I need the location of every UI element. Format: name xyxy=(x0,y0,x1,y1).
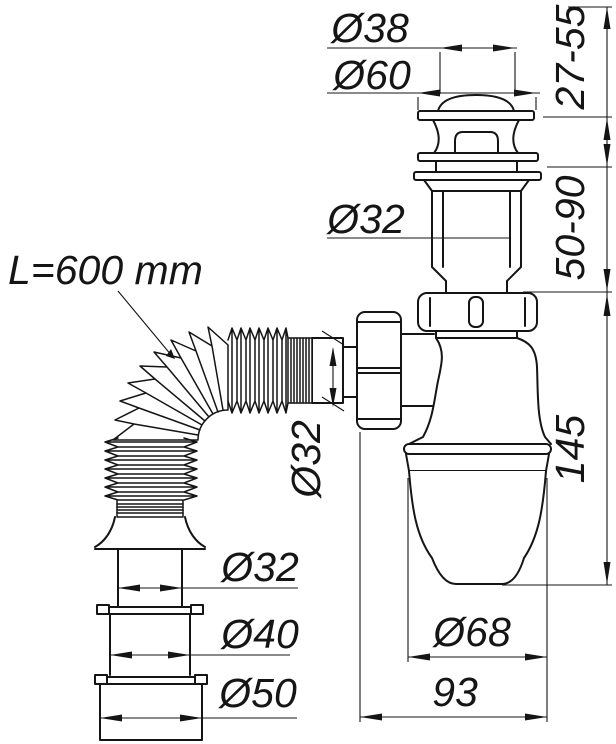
arrow xyxy=(360,713,382,721)
arrow xyxy=(118,584,140,592)
inlet-port xyxy=(400,333,435,407)
dome-cap xyxy=(437,94,515,112)
arrow xyxy=(408,653,430,661)
arrow xyxy=(525,653,547,661)
inlet-smooth-ring xyxy=(311,337,344,404)
arrow xyxy=(603,144,611,166)
arrow xyxy=(180,714,202,722)
hose-lower-cuff xyxy=(116,499,184,518)
adapter-tube-32 xyxy=(117,548,183,607)
gasket-spacer xyxy=(435,160,518,173)
outlet-adapter xyxy=(94,516,208,741)
dim-line-d38 xyxy=(327,47,517,94)
adapter-trumpet-collar xyxy=(94,516,206,550)
arrow xyxy=(514,89,536,97)
hose-horizontal-bellows xyxy=(227,327,289,414)
inlet-cuff-ribs xyxy=(290,337,310,404)
label-cap-diameter: Ø38 xyxy=(329,5,409,51)
trap-collar xyxy=(405,453,550,472)
label-tail-length-range: 50-90 xyxy=(547,175,593,280)
label-trap-width: 93 xyxy=(432,669,478,715)
label-cup-diameter: Ø68 xyxy=(431,609,511,655)
trap-body-outline xyxy=(408,337,552,445)
arrow xyxy=(418,89,440,97)
arrow xyxy=(329,388,337,407)
label-hose-length: L=600 mm xyxy=(8,247,203,293)
dim-line-d68 xyxy=(407,478,548,722)
arrow xyxy=(100,714,122,722)
inlet-swivel-nut xyxy=(356,311,402,430)
label-outlet-d32: Ø32 xyxy=(219,544,299,590)
adapter-flange-2-tab-right xyxy=(194,674,208,685)
tailpiece-bevel xyxy=(423,179,530,192)
trap-cup xyxy=(408,470,547,585)
label-outlet-d50: Ø50 xyxy=(217,670,297,716)
drain-neck xyxy=(432,119,520,154)
arrow xyxy=(329,347,337,366)
drain-flange xyxy=(417,110,535,121)
trap-top-nut-slot xyxy=(468,296,484,328)
threaded-tailpiece xyxy=(431,190,522,294)
label-trap-height: 145 xyxy=(547,415,593,484)
adapter-flange-1-tab-right xyxy=(190,604,204,615)
arrow xyxy=(603,269,611,291)
arrow xyxy=(603,118,611,140)
arrow xyxy=(168,651,190,659)
flexible-hose xyxy=(104,326,289,518)
arrow xyxy=(603,294,611,316)
inlet-swivel-nut-grooves xyxy=(356,321,402,420)
arrow xyxy=(603,7,611,29)
adapter-flange-1-tab-left xyxy=(96,604,110,615)
hose-vertical-bellows xyxy=(104,437,198,501)
label-tail-diameter: Ø32 xyxy=(325,196,405,242)
adapter-tube-50 xyxy=(99,683,203,741)
overflow-window xyxy=(454,131,499,154)
label-cap-height-range: 27-55 xyxy=(547,4,593,110)
adapter-flange-2 xyxy=(102,676,200,685)
adapter-tube-40 xyxy=(109,613,191,676)
arrow xyxy=(493,44,515,52)
trap-top-nut-flats xyxy=(429,297,526,327)
trap-bell-rim xyxy=(403,443,552,455)
arrow xyxy=(166,349,175,359)
arrow xyxy=(440,44,462,52)
hose-bend-fan xyxy=(112,326,229,441)
dimension-labels: Ø38 Ø60 Ø32 27-55 50-90 145 L=600 mm Ø32… xyxy=(8,4,593,716)
gasket-ring-lower xyxy=(413,171,542,181)
dimension-arrows xyxy=(100,7,611,722)
label-inlet-diameter: Ø32 xyxy=(283,420,329,500)
label-flange-diameter: Ø60 xyxy=(331,52,411,98)
arrow xyxy=(525,713,547,721)
hose-lower-cuff-ribs xyxy=(116,503,184,514)
popup-waste-drain xyxy=(413,94,542,294)
adapter-flange-1 xyxy=(104,606,196,615)
trap-neck-ring xyxy=(435,330,518,339)
adapter-flange-2-tab-left xyxy=(94,674,108,685)
bottle-trap xyxy=(400,292,552,585)
arrow xyxy=(603,562,611,584)
arrow xyxy=(110,651,132,659)
gasket-ring-upper xyxy=(417,152,539,162)
arrow xyxy=(160,584,182,592)
inlet-fitting xyxy=(287,311,402,430)
trap-top-nut xyxy=(417,292,538,332)
leader-line-hose-length xyxy=(117,290,173,357)
inlet-neck xyxy=(342,346,358,398)
dim-line-93 xyxy=(359,432,547,722)
label-outlet-d40: Ø40 xyxy=(219,611,299,657)
